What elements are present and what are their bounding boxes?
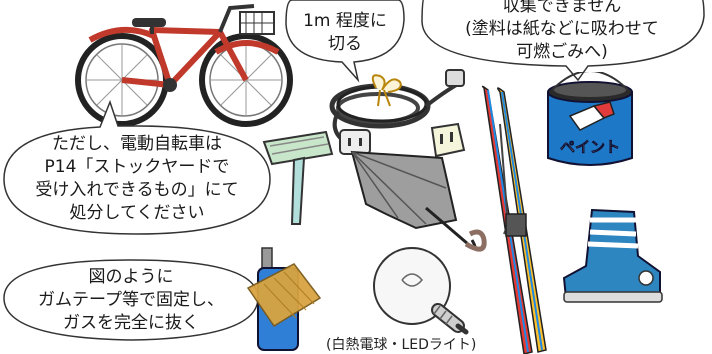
bicycle-bubble-text: ただし、電動自転車は P14「ストックヤードで 受け入れできるもの」にて 処分し… — [35, 134, 239, 223]
ski-icon — [481, 85, 547, 354]
razor-icon — [262, 130, 334, 225]
umbrella-icon — [350, 150, 487, 252]
plug-icon — [339, 129, 371, 155]
plug-adapter-icon — [430, 122, 466, 158]
paint-speech-bubble: 収集できません (塗料は紙などに吸わせて 可燃ごみへ) — [418, 0, 706, 82]
lighter-icon — [246, 247, 322, 351]
bulb-icon — [373, 247, 469, 335]
cord-icon — [329, 69, 465, 146]
bicycle-speech-bubble: ただし、電動自転車は P14「ストックヤードで 受け入れできるもの」にて 処分し… — [2, 99, 272, 236]
paint-can-icon: ペイント — [547, 72, 633, 166]
ski-boot-icon — [562, 208, 663, 303]
cord-speech-bubble: 1m 程度に 切る — [284, 0, 406, 83]
bulb-caption: (白熱電球・LEDライト) — [326, 337, 477, 353]
lighter-bubble-text: 図のように ガムテープ等で固定し、 ガスを完全に抜く — [38, 266, 224, 333]
bicycle-icon — [75, 4, 293, 127]
lighter-speech-bubble: 図のように ガムテープ等で固定し、 ガスを完全に抜く — [2, 258, 260, 342]
cord-bubble-text: 1m 程度に 切る — [303, 11, 387, 54]
paint-bubble-text: 収集できません (塗料は紙などに吸わせて 可燃ごみへ) — [465, 0, 659, 62]
paint-can-label: ペイント — [560, 138, 620, 156]
